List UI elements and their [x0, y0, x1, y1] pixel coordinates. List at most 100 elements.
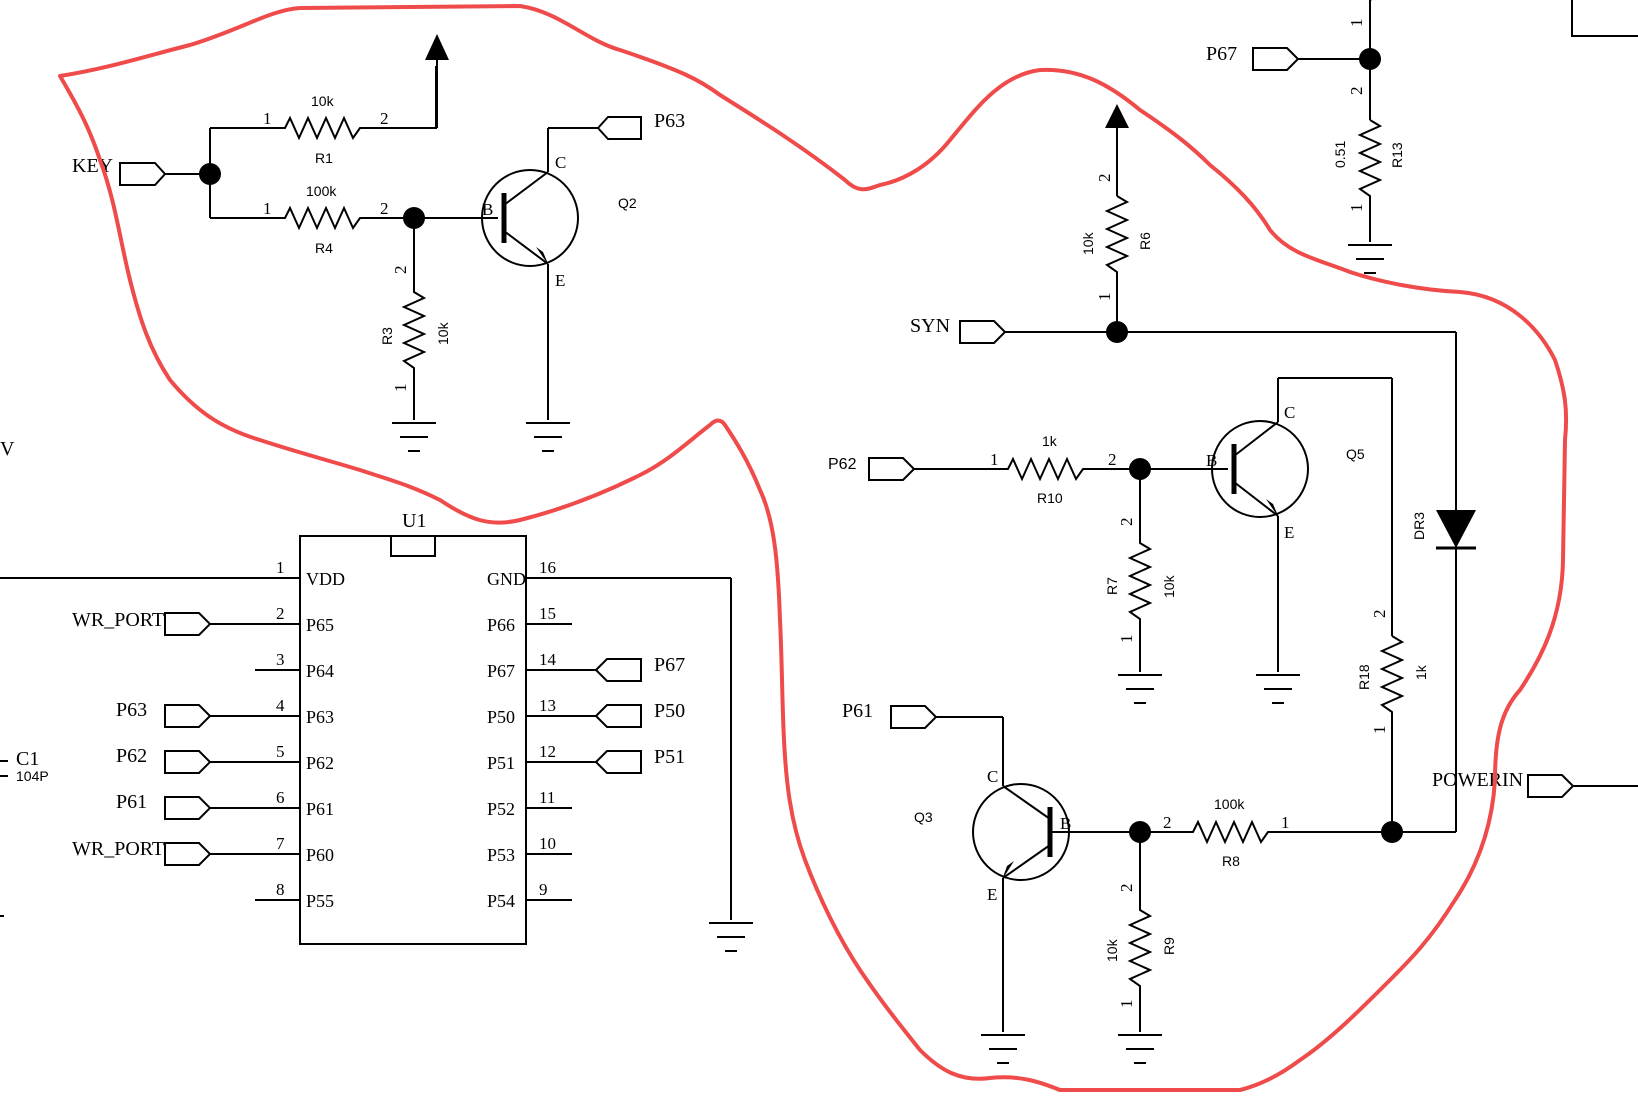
port-p61-symbol	[890, 705, 938, 729]
q5-circuit: P62 1k R10 1 2 2 1 R7 10k B C	[828, 377, 1429, 832]
ic-pin-number: 3	[276, 650, 285, 669]
key-circuit: KEY 10k R1 1 2 100k R4 1 2 2 1 R3 10k	[72, 34, 685, 452]
svg-text:R13: R13	[1389, 142, 1405, 168]
svg-text:2: 2	[1163, 813, 1172, 832]
svg-text:10k: 10k	[1104, 938, 1120, 962]
frame-corner	[1571, 0, 1638, 37]
svg-text:10k: 10k	[311, 93, 335, 109]
ic-pin-number: 9	[539, 880, 548, 899]
resistor-r13	[1357, 119, 1383, 242]
svg-text:R3: R3	[379, 327, 395, 345]
svg-text:1: 1	[990, 450, 999, 469]
svg-text:DR3: DR3	[1411, 512, 1427, 540]
port-p67-ic	[594, 658, 642, 682]
port-p62-symbol	[868, 457, 916, 481]
svg-text:2: 2	[1095, 174, 1114, 183]
power-arrow	[425, 34, 449, 60]
ic-pin-label: P67	[487, 661, 515, 681]
ic-pin-number: 4	[276, 696, 285, 715]
svg-text:100k: 100k	[1214, 796, 1245, 812]
ground-symbol	[392, 422, 436, 452]
svg-text:1: 1	[1347, 204, 1366, 213]
svg-text:WR_PORT: WR_PORT	[72, 838, 164, 860]
ic-pin-label: P66	[487, 615, 515, 635]
svg-text:B: B	[482, 200, 493, 219]
svg-text:P61: P61	[116, 791, 147, 813]
resistor-r18	[1379, 635, 1405, 832]
svg-text:C1: C1	[16, 748, 39, 770]
svg-text:2: 2	[1370, 610, 1389, 619]
ic-pin-label: P55	[306, 891, 334, 911]
resistor-r10	[914, 456, 1140, 482]
ic-pin-number: 8	[276, 880, 285, 899]
resistor-r4	[210, 205, 414, 231]
highlight-outline-key-circuit	[58, 4, 1569, 1092]
svg-text:R1: R1	[315, 150, 333, 166]
port-syn-symbol	[959, 320, 1007, 344]
ground-symbol	[1348, 244, 1392, 274]
svg-text:2: 2	[380, 109, 389, 128]
ic-pin-number: 15	[539, 604, 556, 623]
svg-text:R10: R10	[1037, 490, 1063, 506]
ground-symbol	[709, 922, 753, 952]
svg-text:1: 1	[1095, 293, 1114, 302]
ic-body	[299, 535, 527, 945]
ic-pin-number: 14	[539, 650, 557, 669]
power-arrow	[1105, 104, 1129, 128]
svg-text:10k: 10k	[1161, 574, 1177, 598]
svg-text:P51: P51	[654, 746, 685, 768]
svg-text:Q3: Q3	[914, 809, 933, 825]
svg-text:P62: P62	[828, 456, 857, 473]
svg-text:SYN: SYN	[910, 315, 950, 337]
ic-u1: U1 1VDD2P653P644P635P626P617P608P5516GND…	[255, 510, 753, 952]
resistor-r3	[401, 218, 427, 420]
svg-text:1: 1	[1347, 19, 1366, 28]
resistor-r7	[1127, 469, 1153, 672]
svg-text:P67: P67	[654, 654, 685, 676]
ic-pins: 1VDD2P653P644P635P626P617P608P5516GND15P…	[255, 558, 572, 911]
syn-circuit: 2 1 10k R6 SYN DR3	[910, 104, 1476, 832]
port-p51-ic	[594, 750, 642, 774]
ic-pin-label: P64	[306, 661, 334, 681]
svg-text:P67: P67	[1206, 43, 1237, 65]
ic-pin-label: P54	[487, 891, 515, 911]
svg-text:104P: 104P	[16, 768, 49, 784]
ic-pin-number: 16	[539, 558, 556, 577]
port-powerin-symbol	[1527, 774, 1575, 798]
svg-text:2: 2	[1117, 518, 1136, 527]
ic-pin-label: P62	[306, 753, 334, 773]
svg-text:2: 2	[391, 266, 410, 275]
svg-text:C: C	[987, 767, 998, 786]
svg-text:1: 1	[1281, 813, 1290, 832]
resistor-r6	[1104, 195, 1130, 332]
port-key-symbol	[119, 162, 167, 186]
ground-symbol	[1118, 674, 1162, 704]
svg-text:1: 1	[263, 199, 272, 218]
port-p62-ic	[164, 750, 212, 774]
port-p61-ic	[164, 796, 212, 820]
ic-pin-number: 5	[276, 742, 285, 761]
svg-text:C: C	[1284, 403, 1295, 422]
ic-pin-number: 13	[539, 696, 556, 715]
ic-pin-number: 11	[539, 788, 555, 807]
port-p63-ic	[164, 704, 212, 728]
svg-text:1k: 1k	[1413, 664, 1429, 680]
svg-text:R7: R7	[1104, 577, 1120, 595]
svg-text:1k: 1k	[1042, 433, 1058, 449]
ic-pin-label: P60	[306, 845, 334, 865]
q3-circuit: P61 C E B Q3 100k R8 2 1 2 1 10k R9	[842, 700, 1638, 1064]
svg-text:2: 2	[1108, 450, 1117, 469]
svg-text:10k: 10k	[1080, 231, 1096, 255]
resistor-r9	[1127, 832, 1153, 1032]
ic-pin-label: P65	[306, 615, 334, 635]
transistor-q5	[1211, 420, 1309, 518]
svg-text:Q5: Q5	[1346, 446, 1365, 462]
svg-text:R4: R4	[315, 240, 333, 256]
port-key-label: KEY	[72, 155, 113, 177]
svg-text:100k: 100k	[306, 183, 337, 199]
svg-text:0.51: 0.51	[1332, 141, 1348, 168]
svg-text:B: B	[1206, 451, 1217, 470]
svg-text:2: 2	[1347, 87, 1366, 96]
svg-text:E: E	[555, 271, 565, 290]
p67-circuit: P67 1 2 1 0.51 R13	[1206, 0, 1638, 274]
